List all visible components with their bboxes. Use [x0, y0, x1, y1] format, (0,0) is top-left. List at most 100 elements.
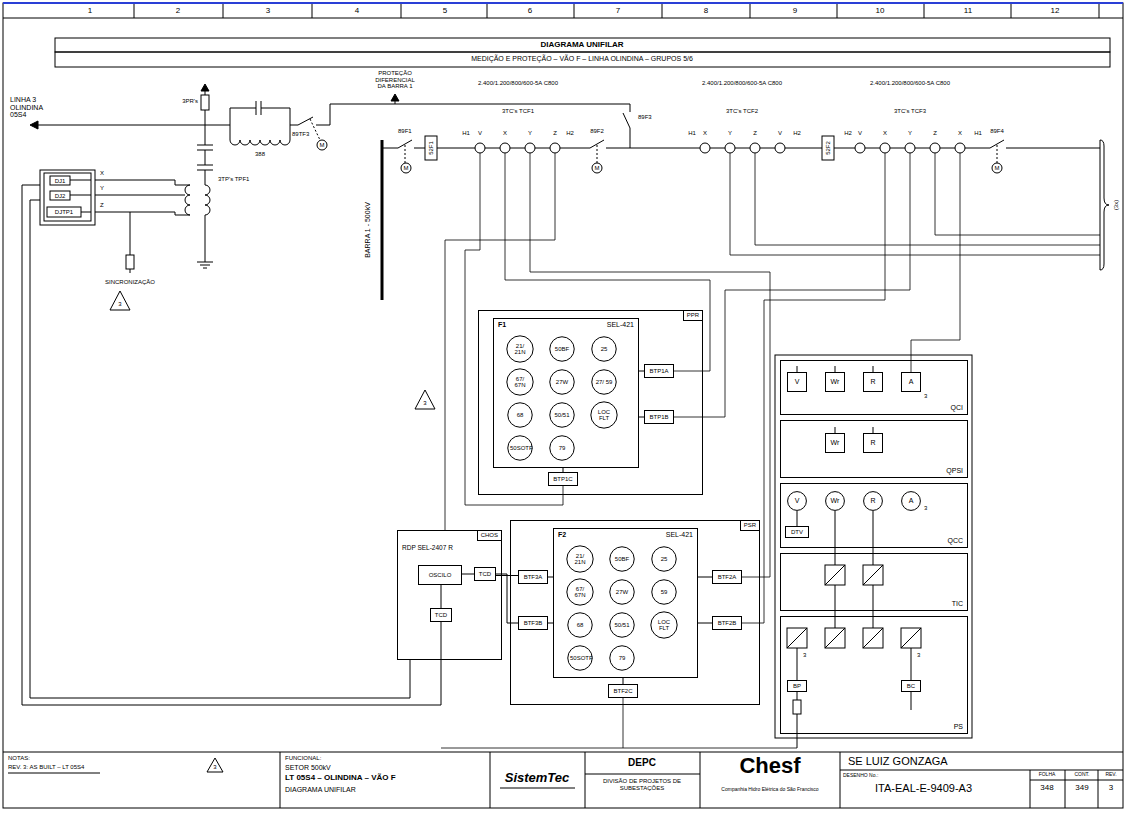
metering-panel — [825, 565, 845, 585]
metering-panel — [901, 628, 921, 648]
node-label: Wr — [831, 378, 840, 386]
drawing-label: BARRA 1 - 500kV — [364, 202, 372, 258]
meter-square: V — [787, 372, 807, 392]
circle-outline — [508, 403, 532, 427]
terminal-block: DTV — [785, 526, 809, 538]
drawing-label: X — [503, 130, 507, 137]
drawing-label: DJ2 — [55, 192, 66, 199]
drawing-label: M — [995, 165, 1000, 172]
circle-outline — [550, 337, 574, 361]
drawing-label: DJ1 — [55, 177, 66, 184]
drawing-label: 3 — [1109, 784, 1113, 793]
line-entry — [30, 84, 230, 129]
node-label: Wr — [831, 497, 840, 505]
drawing-label: V — [858, 130, 862, 137]
main-circuit — [382, 140, 1100, 148]
line-entry — [201, 84, 209, 91]
current-transformer — [500, 143, 510, 153]
function-circle: 79 — [609, 645, 635, 671]
drawing-label: 3 — [266, 7, 270, 16]
drawing-label: H1 — [462, 130, 470, 137]
drawing-label: 3TP's TPF1 — [218, 176, 250, 183]
drawing-label: 388 — [255, 151, 265, 158]
drawing-label: 8 — [704, 7, 708, 16]
drawing-label: 348 — [1040, 784, 1053, 793]
drawing-label: NOTAS: — [8, 755, 30, 762]
function-circle: 67/ 67N — [566, 578, 594, 606]
metering-panel — [775, 355, 972, 748]
drawing-label: X — [958, 130, 962, 137]
node-label: BTP1A — [649, 368, 668, 375]
node-label: 25 — [601, 346, 608, 352]
node-label: F2 — [558, 531, 566, 539]
metering-panel — [901, 628, 921, 648]
drawing-label: V — [778, 130, 782, 137]
drawing-label: 89F1 — [398, 128, 412, 135]
line-disconnector — [290, 94, 630, 150]
circle-outline — [610, 547, 634, 571]
circle-outline — [508, 436, 532, 460]
circle-outline — [610, 646, 634, 670]
drawing-label: Y — [100, 185, 104, 192]
node-sublabel: SEL-421 — [666, 531, 693, 539]
drawing-label: 5 — [443, 7, 447, 16]
drawing-label: 89F3 — [638, 114, 652, 121]
circle-outline — [550, 403, 574, 427]
metering-panel — [787, 628, 807, 648]
drawing-label: 2.400/1.200/800/600-5A C800 — [860, 80, 960, 87]
recorder-panel: CHOSRDP SEL-2407 ROSCILOTCDTCD — [397, 530, 502, 660]
current-transformer — [955, 143, 965, 153]
sheet-frame — [55, 38, 1110, 52]
node-label: 67/ 67N — [510, 376, 530, 389]
node-label: 27/ 59 — [596, 379, 613, 385]
potential-transformer — [70, 180, 91, 212]
terminal-block: BTP1C — [548, 472, 578, 486]
circle-outline — [550, 436, 574, 460]
wave-trap — [230, 101, 290, 125]
interface-box: TCD — [430, 608, 452, 622]
current-transformer — [880, 143, 890, 153]
current-transformer — [930, 143, 940, 153]
meter-square: A — [901, 372, 921, 392]
wave-trap — [230, 101, 290, 145]
function-circle: 21/ 21N — [566, 545, 594, 573]
revision-triangle — [207, 758, 223, 772]
relay-unit: F1SEL-42121/ 21N50BF2567/ 67N27W27/ 5968… — [493, 318, 639, 468]
node-label: PPR — [683, 311, 702, 321]
transducer-panel: PSBPBC — [780, 616, 968, 734]
potential-transformer — [44, 173, 91, 221]
secondary-wiring — [445, 153, 555, 530]
drawing-label: Y — [908, 130, 912, 137]
function-circle: 27W — [549, 369, 575, 395]
terminal-block: BTF2A — [712, 570, 742, 584]
line-entry — [30, 121, 38, 129]
drawing-label: SE LUIZ GONZAGA — [848, 755, 948, 767]
current-transformer — [525, 143, 535, 153]
metering-panel — [863, 628, 883, 648]
function-circle: 50BF — [609, 546, 635, 572]
main-circuit — [992, 163, 1002, 173]
line-disconnector — [290, 104, 630, 148]
metering-panel — [863, 565, 883, 585]
node-label: 67/ 67N — [570, 586, 590, 599]
drawing-label: H2 — [566, 130, 574, 137]
wire-connector — [698, 577, 712, 578]
drawing-label: PROTEÇÃO DIFERENCIAL DA BARRA 1 — [372, 70, 418, 90]
meter-square: R — [863, 372, 883, 392]
terminal-block: BTF3A — [518, 570, 548, 584]
drawing-label: 3 — [917, 652, 920, 659]
drawing-label: 3 — [803, 652, 806, 659]
drawing-label: 10 — [876, 7, 885, 16]
node-label: A — [909, 497, 914, 505]
line-disconnector — [391, 94, 399, 101]
meter-square: Wr — [825, 372, 845, 392]
oscillograph-box: OSCILO — [418, 565, 462, 585]
potential-transformer — [40, 170, 95, 225]
drawing-label: H2 — [793, 130, 801, 137]
circle-outline — [652, 580, 676, 604]
terminal-block: BTP1B — [644, 410, 674, 424]
drawing-label: 3TC's TCF1 — [502, 108, 534, 115]
drawing-label: Z — [933, 130, 937, 137]
